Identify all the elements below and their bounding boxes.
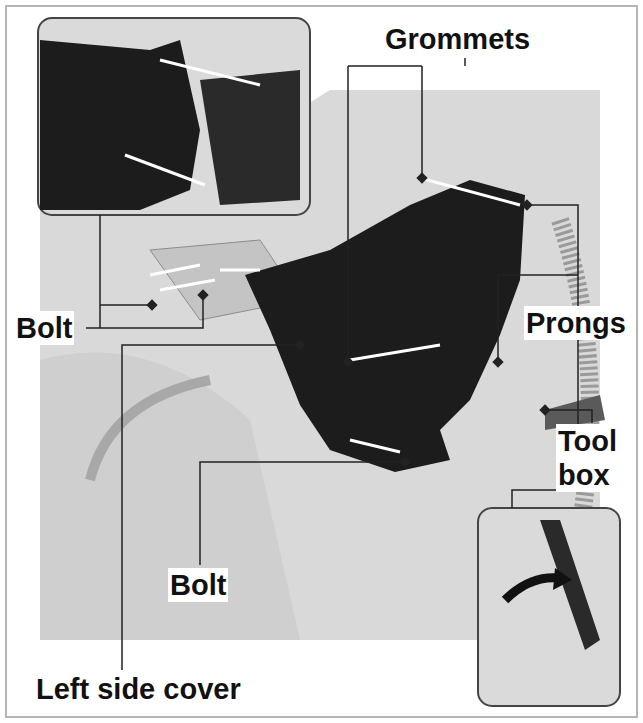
inset-arrowhead [553, 568, 572, 590]
part-label: Tool box [556, 424, 626, 492]
part-label: Prongs [524, 306, 628, 340]
part-label: Bolt [168, 568, 228, 602]
frame [6, 6, 637, 717]
guide-lines [150, 178, 520, 452]
leader-dots [146, 172, 550, 467]
inset-frame [478, 508, 620, 706]
part-label: Bolt [14, 311, 74, 345]
inset-arrow [505, 578, 560, 600]
leader-lines [86, 58, 592, 670]
part-label: Grommets [383, 22, 532, 56]
inset-guides [125, 60, 260, 185]
inset-prong [540, 520, 600, 650]
left-side-cover [245, 180, 525, 472]
inset-cover-edge [200, 70, 300, 205]
frame-tube [90, 380, 210, 480]
frame-part [40, 353, 300, 641]
inset-frame [38, 18, 310, 215]
part-label: Left side cover [34, 672, 243, 706]
